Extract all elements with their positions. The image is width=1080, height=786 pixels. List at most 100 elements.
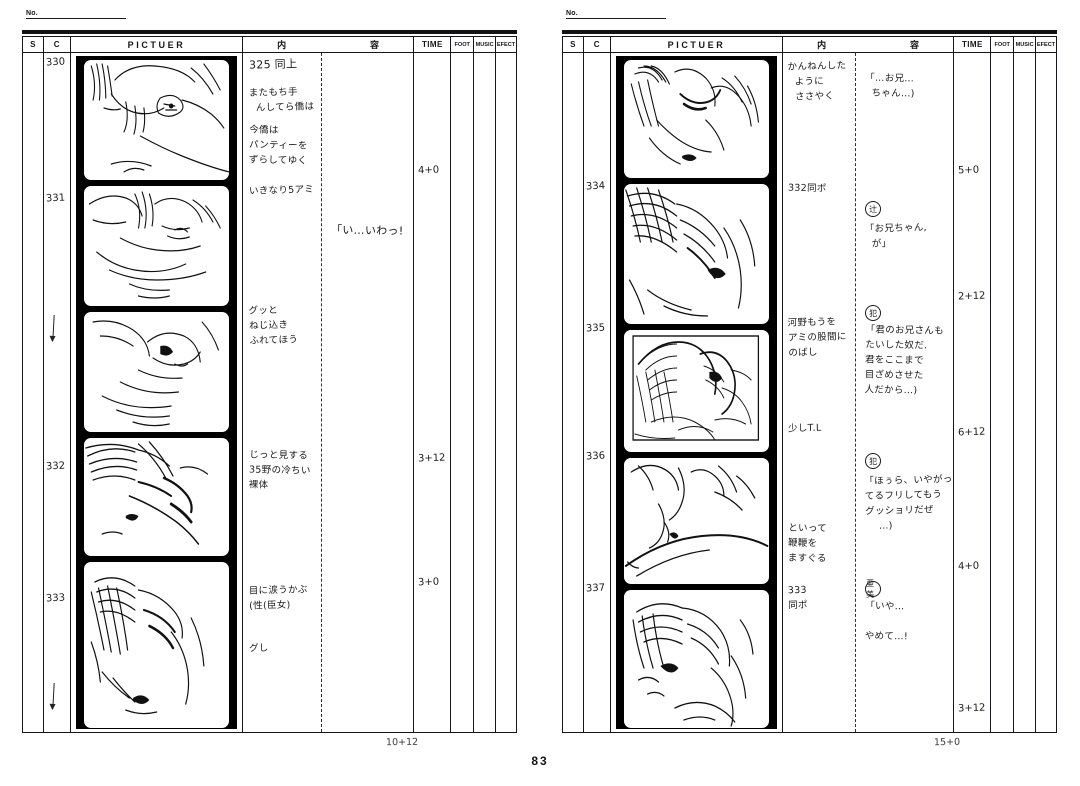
header-effect: EFECT <box>496 37 516 53</box>
no-label: No. <box>566 10 578 17</box>
cut-cells-left: 330 331 332 333 <box>44 53 70 732</box>
storyboard-frame <box>623 184 770 324</box>
cut-number: 335 <box>585 322 606 335</box>
column-content-right: 内 容 かんねんした ように ささやく 332同ポ 河野もうを アミの股間に の… <box>783 37 955 732</box>
action-note: いきなり5アミ <box>248 184 315 197</box>
time-value: 2+12 <box>958 290 987 303</box>
content-divider <box>855 53 857 732</box>
action-note: グッと ねじ込き ふれてほう <box>248 304 299 347</box>
speaker-badge: 犯 <box>865 305 882 321</box>
no-field-left: No. <box>26 10 131 19</box>
cut-cells-right: 334 335 336 337 <box>584 53 610 732</box>
dialogue-line: 「お兄ちゃん, が」 <box>864 222 928 250</box>
cut-number: 337 <box>585 582 606 595</box>
header-content-left: 内 <box>277 41 287 51</box>
cut-number: 333 <box>45 592 66 605</box>
storyboard-frame <box>83 186 230 306</box>
column-time-left: TIME 4+0 3+12 3+0 <box>414 37 452 732</box>
content-divider <box>321 53 323 732</box>
header-foot: FOOT <box>991 37 1014 53</box>
column-time-right: TIME 5+0 2+12 6+12 4+0 3+12 <box>954 37 992 732</box>
storyboard-frame <box>623 330 770 452</box>
column-foot-left: FOOT <box>451 37 475 732</box>
music-cells-right <box>1014 53 1035 732</box>
header-time: TIME <box>414 37 451 53</box>
storyboard-frame <box>623 590 770 728</box>
storyboard-frame <box>83 312 230 432</box>
action-note: またもち手 んしてら僑は <box>248 86 315 114</box>
header-content: 内 容 <box>783 37 954 53</box>
action-note: 325 同上 <box>248 57 298 72</box>
storyboard-frame <box>623 60 770 178</box>
header-content: 内 容 <box>243 37 414 53</box>
effect-cells-left <box>496 53 516 732</box>
dialogue-line: 「…お兄… ちゃん…) <box>864 72 915 100</box>
action-note: 333 同ポ <box>787 584 809 612</box>
time-value: 3+12 <box>418 452 447 465</box>
column-picture-left: PICTUER <box>70 37 244 732</box>
content-cells-left: 325 同上 またもち手 んしてら僑は 今僑は パンティーを ずらしてゆく いき… <box>243 53 413 732</box>
column-picture-right: PICTUER <box>610 37 784 732</box>
action-note: 目に涙うかぶ (性(臣女) <box>248 584 308 612</box>
foot-cells-left <box>451 53 473 732</box>
header-content-right: 容 <box>910 41 920 51</box>
action-note: かんねんした ように ささやく <box>787 60 847 103</box>
picture-cells-left <box>71 53 242 732</box>
time-value: 3+0 <box>418 576 440 589</box>
cut-number: 331 <box>45 192 66 205</box>
header-time: TIME <box>954 37 991 53</box>
no-field-right: No. <box>566 10 671 19</box>
speaker-badge: 亜美 <box>865 579 882 599</box>
header-foot: FOOT <box>451 37 474 53</box>
header-cut: C <box>583 37 610 53</box>
header-content-right: 容 <box>370 41 380 51</box>
header-content-left: 内 <box>817 41 827 51</box>
column-music-left: MUSIC <box>474 37 497 732</box>
header-scene: S <box>563 37 583 53</box>
time-value: 3+12 <box>958 702 987 715</box>
time-value: 6+12 <box>958 426 987 439</box>
speaker-badge: 辻 <box>865 201 882 217</box>
storyboard-page-right: No. S C 334 335 336 337 PICTUER <box>540 0 1080 786</box>
scene-cells-right <box>563 53 583 732</box>
action-note: といって 鞭鞭を ますぐる <box>787 522 828 565</box>
cut-number: 334 <box>585 180 606 193</box>
scene-cells-left <box>23 53 43 732</box>
column-foot-right: FOOT <box>991 37 1015 732</box>
header-cut: C <box>43 37 70 53</box>
time-value: 4+0 <box>418 164 440 177</box>
film-strip-right <box>615 56 778 729</box>
time-total-left: 10+12 <box>385 736 419 749</box>
storyboard-page-left: No. S C 330 331 332 333 PICTUER <box>0 0 540 786</box>
effect-cells-right <box>1036 53 1056 732</box>
no-label: No. <box>26 10 38 17</box>
dialogue-line: 「いや… やめて…! <box>864 600 909 643</box>
column-scene-left: S <box>23 37 44 732</box>
dialogue-line: 「い…いわっ! <box>331 223 404 238</box>
header-picture: PICTUER <box>70 37 243 53</box>
music-cells-left <box>474 53 495 732</box>
column-scene-right: S <box>563 37 584 732</box>
column-effect-left: EFECT <box>496 37 516 732</box>
action-note: 今僑は パンティーを ずらしてゆく <box>248 124 308 167</box>
foot-cells-right <box>991 53 1013 732</box>
storyboard-frame <box>83 60 230 180</box>
action-note: 河野もうを アミの股間に のばし <box>787 316 847 359</box>
speaker-badge: 犯 <box>865 453 882 469</box>
time-cells-right: 5+0 2+12 6+12 4+0 3+12 <box>954 53 990 732</box>
header-music: MUSIC <box>1014 37 1036 53</box>
content-cells-right: かんねんした ように ささやく 332同ポ 河野もうを アミの股間に のばし 少… <box>783 53 953 732</box>
time-total-right: 15+0 <box>933 736 961 749</box>
storyboard-table-right: S C 334 335 336 337 PICTUER <box>562 36 1057 733</box>
cut-continuation-arrow <box>52 682 55 710</box>
picture-cells-right <box>611 53 782 732</box>
storyboard-frame <box>83 438 230 556</box>
header-scene: S <box>23 37 43 53</box>
column-effect-right: EFECT <box>1036 37 1056 732</box>
film-strip-left <box>75 56 238 729</box>
storyboard-frame <box>83 562 230 728</box>
time-value: 4+0 <box>958 560 980 573</box>
no-rule <box>26 18 126 19</box>
time-value: 5+0 <box>958 164 980 177</box>
header-picture: PICTUER <box>610 37 783 53</box>
